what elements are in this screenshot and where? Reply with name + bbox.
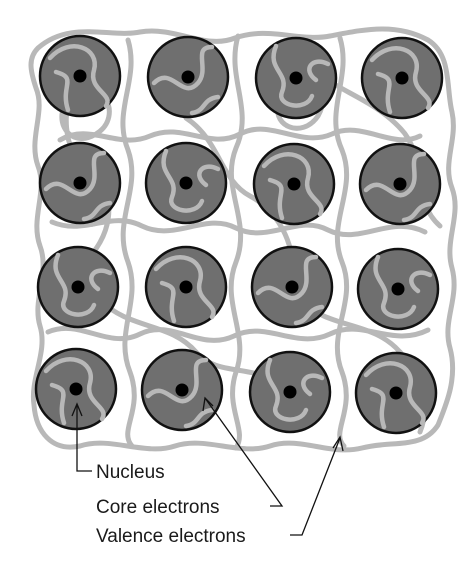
ion-core	[360, 36, 444, 120]
nucleus-label: Nucleus	[96, 462, 165, 483]
nucleus-dot	[287, 177, 301, 191]
ion-core	[358, 142, 442, 226]
core-electrons-label: Core electrons	[96, 497, 220, 518]
nucleus-dot	[71, 280, 85, 294]
electron-path	[49, 218, 428, 238]
ion-core	[38, 141, 122, 225]
electron-path	[153, 255, 216, 324]
nucleus-dot	[285, 280, 299, 294]
nucleus-pointer-arrowhead	[71, 402, 83, 417]
nucleus-dot	[283, 385, 297, 399]
nucleus-dot	[181, 70, 195, 84]
electron-path	[53, 252, 113, 317]
ion-core	[146, 35, 230, 119]
valence-electrons-pointer-arrowhead	[332, 435, 344, 452]
electron-path	[265, 357, 325, 422]
ion-core	[354, 351, 438, 435]
ion-core	[144, 245, 228, 329]
label-pointers	[71, 396, 344, 536]
valence-electrons-label: Valence electrons	[96, 526, 246, 547]
electron-path	[369, 46, 432, 115]
electron-path	[261, 152, 324, 221]
ion-core	[252, 142, 336, 226]
core-electrons-pointer-line	[204, 397, 284, 507]
electron-path	[255, 254, 325, 326]
ion-core	[34, 347, 118, 431]
electron-path	[333, 35, 349, 449]
nucleus-dot	[179, 280, 193, 294]
ion-core	[144, 141, 228, 225]
electron-path	[161, 148, 221, 213]
ion-core	[250, 245, 334, 329]
ion-core	[248, 350, 332, 434]
nucleus-dot	[391, 282, 405, 296]
nucleus-dot	[179, 176, 193, 190]
electron-path	[363, 151, 433, 223]
electron-path	[363, 361, 426, 430]
valence-electrons-pointer-line	[290, 437, 341, 536]
nucleus-dot	[289, 71, 303, 85]
electron-path	[145, 357, 215, 429]
ion-core	[356, 247, 440, 331]
ion-core	[140, 348, 224, 432]
electron-path	[373, 254, 433, 319]
ion-core	[254, 36, 338, 120]
ion-lattice	[34, 34, 444, 435]
core-electrons-pointer-arrowhead	[202, 396, 214, 412]
nucleus-dot	[395, 71, 409, 85]
nucleus-dot	[389, 386, 403, 400]
nucleus-dot	[69, 382, 83, 396]
nucleus-dot	[73, 176, 87, 190]
electron-path	[271, 43, 331, 108]
nucleus-pointer-line	[76, 405, 92, 472]
electron-path	[47, 44, 110, 113]
nucleus-dot	[393, 177, 407, 191]
electron-path	[151, 44, 221, 116]
nucleus-dot	[73, 69, 87, 83]
nucleus-dot	[175, 383, 189, 397]
electron-path	[228, 33, 245, 451]
electron-path	[43, 150, 113, 222]
electron-path	[120, 37, 137, 449]
ion-core	[38, 34, 122, 118]
ion-core	[36, 245, 120, 329]
electron-path	[43, 357, 106, 426]
